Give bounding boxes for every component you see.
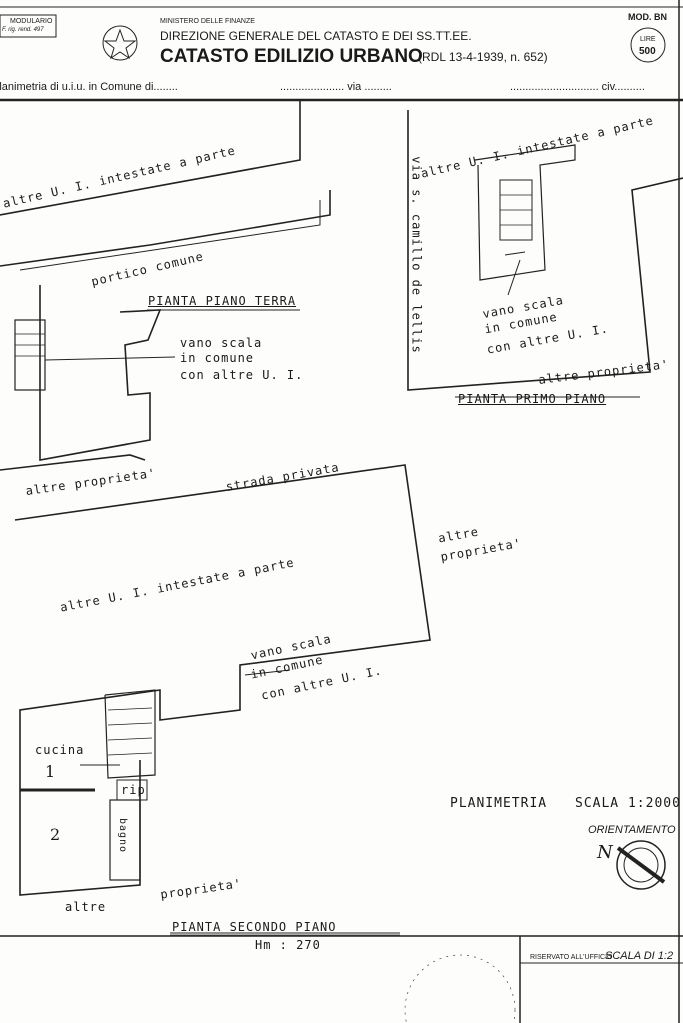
civ-line: ............................. civ.......… [510, 81, 645, 93]
ground-stair-3: con altre U. I. [180, 368, 304, 382]
second-altre-label: altre [65, 900, 107, 914]
room-storage: rip [121, 783, 146, 797]
comune-line: Planimetria di u.i.u. in Comune di......… [0, 81, 178, 93]
emblem-icon [102, 25, 138, 61]
stamp-currency: LIRE [640, 36, 656, 43]
first-floor-title: PIANTA PRIMO PIANO [458, 392, 607, 406]
document-title: CATASTO EDILIZIO URBANO [160, 46, 423, 67]
via-line: ..................... via ......... [280, 81, 392, 93]
ground-stair-2: in comune [180, 351, 255, 365]
ground-floor-title: PIANTA PIANO TERRA [148, 294, 297, 308]
stamp-value: 500 [639, 46, 656, 57]
reserved-office-label: RISERVATO ALL'UFFICIO [530, 954, 613, 961]
modulario-label: MODULARIO [10, 18, 53, 25]
compass-icon [616, 840, 666, 890]
north-label: N [597, 842, 613, 863]
second-floor-title: PIANTA SECONDO PIANO [172, 920, 337, 934]
planimetria-label: PLANIMETRIA [450, 796, 548, 811]
ministry-name: MINISTERO DELLE FINANZE [160, 18, 255, 25]
model-code: MOD. BN [628, 12, 667, 22]
scale-label: SCALA 1:2000 [575, 796, 681, 811]
law-reference: (RDL 13-4-1939, n. 652) [418, 50, 548, 64]
ground-stair-1: vano scala [180, 336, 263, 350]
street-name: via s. camillo de lellis [409, 156, 424, 354]
room-bath: bagno [117, 817, 129, 854]
room-kitchen: cucina [35, 743, 85, 757]
scale-note: SCALA DI 1:2 [605, 950, 674, 962]
modulario-ref: F. rig. rend. 497 [2, 27, 44, 33]
floor-height: Hm : 270 [255, 938, 321, 952]
room-number-1: 1 [45, 762, 56, 781]
orientation-label: ORIENTAMENTO [588, 824, 676, 836]
direction-name: DIREZIONE GENERALE DEL CATASTO E DEI SS.… [160, 29, 472, 43]
room-number-2: 2 [50, 825, 61, 844]
